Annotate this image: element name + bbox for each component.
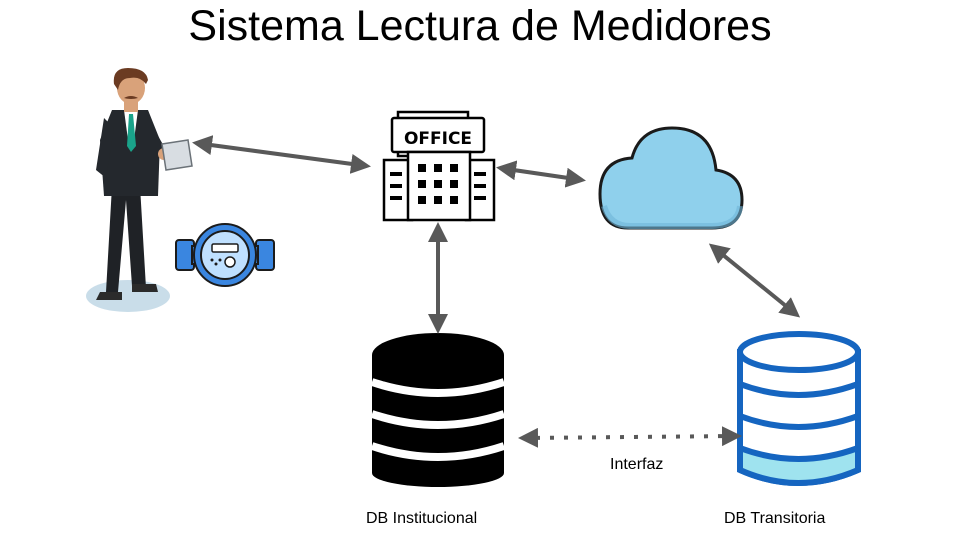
db-institucional-label: DB Institucional bbox=[366, 510, 478, 527]
edge-cloud-db-transitoria bbox=[708, 243, 801, 318]
office-sign-label: OFFICE bbox=[404, 129, 472, 149]
edge-office-cloud bbox=[496, 160, 586, 188]
db-transitoria-icon bbox=[737, 331, 861, 486]
technician-icon bbox=[86, 68, 193, 312]
diagram-title: Sistema Lectura de Medidores bbox=[188, 2, 772, 50]
edge-label-interfaz: Interfaz bbox=[610, 456, 664, 473]
edge-technician-office bbox=[192, 135, 371, 174]
db-institucional-icon bbox=[370, 333, 506, 487]
edge-interfaz-dotted bbox=[518, 426, 742, 448]
office-building-icon bbox=[382, 110, 496, 222]
cloud-icon bbox=[598, 126, 744, 230]
water-meter-icon bbox=[175, 223, 275, 287]
db-transitoria-label: DB Transitoria bbox=[724, 510, 826, 527]
